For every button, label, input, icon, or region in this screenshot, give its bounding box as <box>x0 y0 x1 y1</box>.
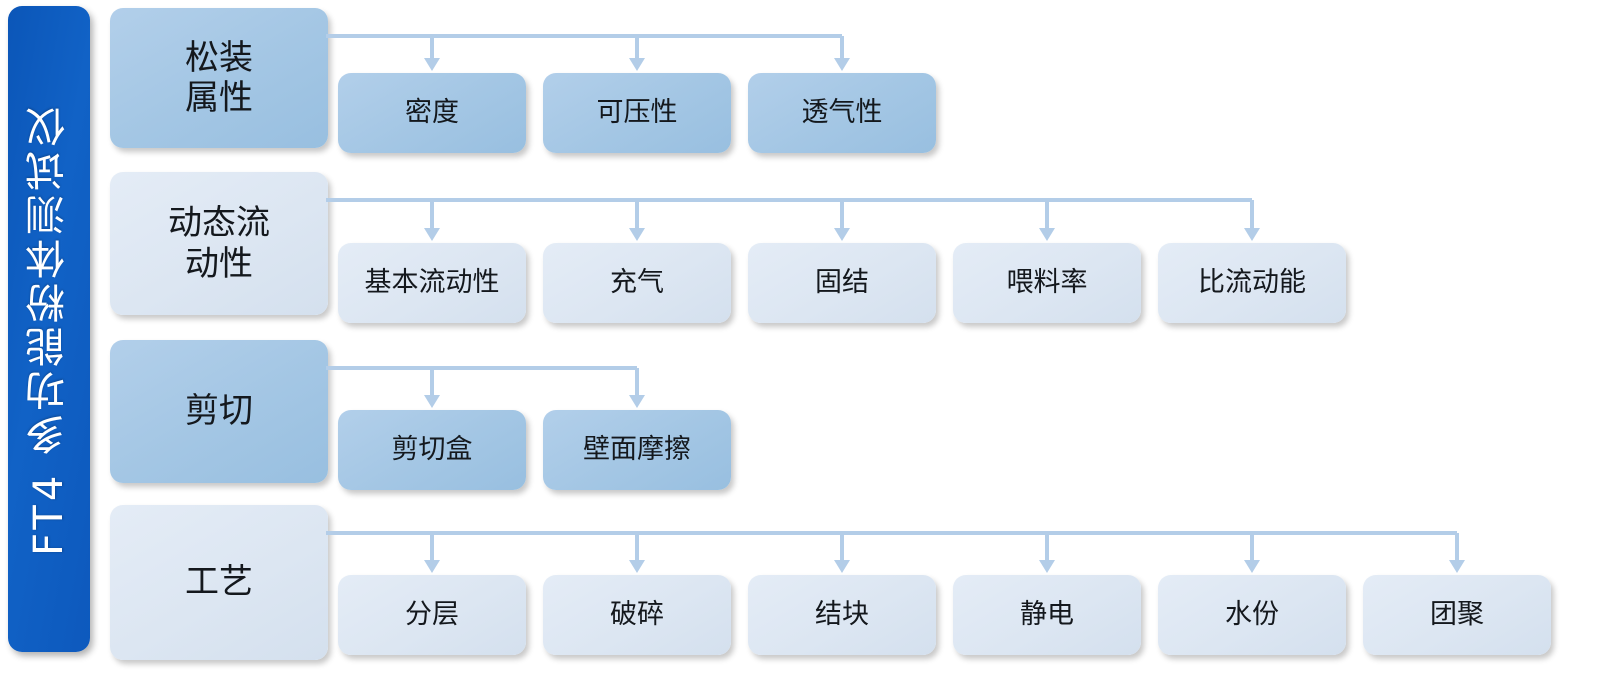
leaf-node-aeration[interactable]: 充气 <box>543 243 731 323</box>
connector-arrowhead-icon <box>629 228 645 241</box>
category-node-label: 剪切 <box>185 391 253 432</box>
connector-arrowhead-icon <box>1244 560 1260 573</box>
category-node-process[interactable]: 工艺 <box>110 505 328 660</box>
leaf-node-label: 可压性 <box>596 97 678 129</box>
leaf-node-density[interactable]: 密度 <box>338 73 526 153</box>
leaf-node-label: 团聚 <box>1430 599 1484 631</box>
leaf-node-feed-rate[interactable]: 喂料率 <box>953 243 1141 323</box>
connector-arrowhead-icon <box>834 228 850 241</box>
leaf-node-label: 密度 <box>405 97 459 129</box>
leaf-node-label: 剪切盒 <box>391 434 473 466</box>
leaf-node-electrostatic[interactable]: 静电 <box>953 575 1141 655</box>
leaf-node-label: 壁面摩擦 <box>583 434 691 466</box>
leaf-node-label: 分层 <box>405 599 459 631</box>
leaf-node-consolidation[interactable]: 固结 <box>748 243 936 323</box>
connector-arrowhead-icon <box>834 560 850 573</box>
category-node-label: 动态流动性 <box>168 203 270 284</box>
category-node-bulk-properties[interactable]: 松装属性 <box>110 8 328 148</box>
leaf-node-agglomeration[interactable]: 团聚 <box>1363 575 1551 655</box>
leaf-node-label: 喂料率 <box>1006 267 1088 299</box>
leaf-node-label: 静电 <box>1020 599 1074 631</box>
connector-arrowhead-icon <box>424 395 440 408</box>
leaf-node-label: 结块 <box>815 599 869 631</box>
leaf-node-label: 水份 <box>1225 599 1279 631</box>
connector-arrowhead-icon <box>1039 560 1055 573</box>
leaf-node-label: 破碎 <box>610 599 664 631</box>
leaf-node-permeability[interactable]: 透气性 <box>748 73 936 153</box>
connector-arrowhead-icon <box>629 58 645 71</box>
leaf-node-shear-cell[interactable]: 剪切盒 <box>338 410 526 490</box>
leaf-node-label: 充气 <box>610 267 664 299</box>
connector-arrowhead-icon <box>424 58 440 71</box>
category-node-dynamic-flow[interactable]: 动态流动性 <box>110 172 328 315</box>
leaf-node-moisture[interactable]: 水份 <box>1158 575 1346 655</box>
category-node-label: 工艺 <box>185 562 253 603</box>
product-banner: FT4 多功能粉体测试仪 <box>8 6 90 652</box>
connector-arrowhead-icon <box>1449 560 1465 573</box>
leaf-node-label: 基本流动性 <box>364 267 500 299</box>
leaf-node-label: 比流动能 <box>1198 267 1306 299</box>
connector-arrowhead-icon <box>1039 228 1055 241</box>
leaf-node-basic-flowability[interactable]: 基本流动性 <box>338 243 526 323</box>
connector-arrowhead-icon <box>424 560 440 573</box>
category-node-shear[interactable]: 剪切 <box>110 340 328 483</box>
product-banner-label: FT4 多功能粉体测试仪 <box>26 102 72 556</box>
leaf-node-specific-flow-energy[interactable]: 比流动能 <box>1158 243 1346 323</box>
connector-arrowhead-icon <box>834 58 850 71</box>
leaf-node-label: 透气性 <box>801 97 883 129</box>
leaf-node-compressibility[interactable]: 可压性 <box>543 73 731 153</box>
category-node-label: 松装属性 <box>185 37 253 118</box>
connector-arrowhead-icon <box>424 228 440 241</box>
leaf-node-wall-friction[interactable]: 壁面摩擦 <box>543 410 731 490</box>
connector-arrowhead-icon <box>1244 228 1260 241</box>
connector-arrowhead-icon <box>629 560 645 573</box>
leaf-node-segregation[interactable]: 分层 <box>338 575 526 655</box>
connector-arrowhead-icon <box>629 395 645 408</box>
leaf-node-attrition[interactable]: 破碎 <box>543 575 731 655</box>
leaf-node-caking[interactable]: 结块 <box>748 575 936 655</box>
leaf-node-label: 固结 <box>815 267 869 299</box>
